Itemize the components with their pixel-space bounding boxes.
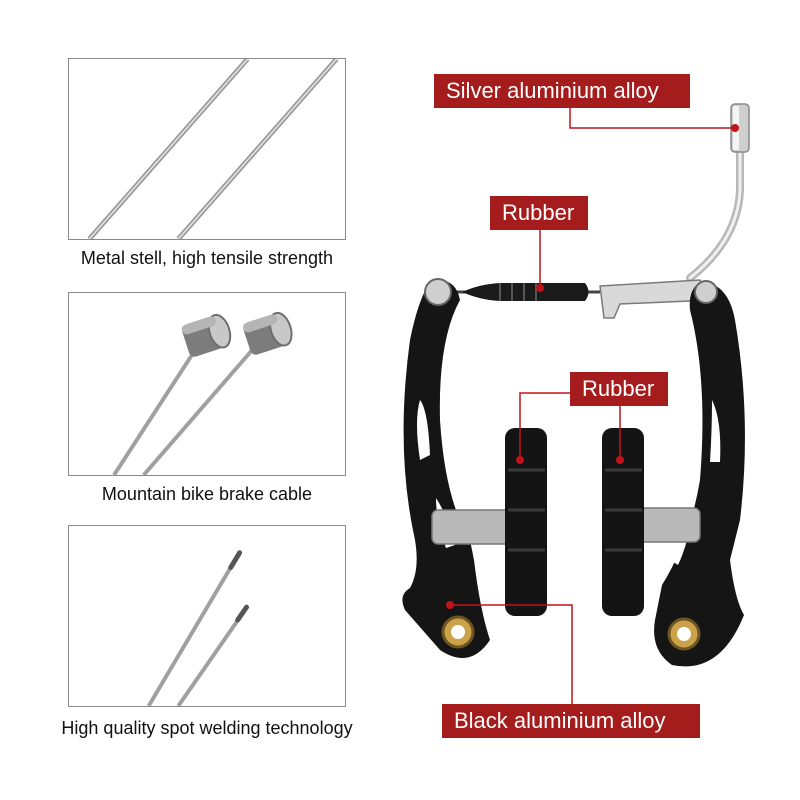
silver-noodle-tube xyxy=(686,114,744,282)
left-brake-arm xyxy=(402,280,490,658)
rubber-cable-boot xyxy=(462,283,589,301)
right-brake-pad xyxy=(602,428,644,616)
left-pad-post xyxy=(431,509,513,545)
cable-end-cap-icon xyxy=(112,311,293,475)
right-brake-arm xyxy=(654,282,745,667)
panel-brake-cable xyxy=(68,292,346,476)
label-black-aluminium-alloy: Black aluminium alloy xyxy=(442,704,700,738)
silver-linkage xyxy=(599,279,714,319)
label-silver-aluminium-alloy: Silver aluminium alloy xyxy=(434,74,690,108)
noodle-end-cap xyxy=(730,103,750,153)
left-brake-pad xyxy=(505,428,547,616)
right-pad-post xyxy=(639,507,701,543)
steel-cable-icon xyxy=(87,59,339,239)
panel-caption-brake-cable: Mountain bike brake cable xyxy=(101,484,313,504)
label-rubber-cable-boot: Rubber xyxy=(490,196,588,230)
panel-cable-strength xyxy=(68,58,346,240)
panel-spot-welding xyxy=(68,525,346,707)
panel-caption-strength: Metal stell, high tensile strength xyxy=(80,248,334,268)
welded-cable-tip-icon xyxy=(146,550,250,706)
panel-caption-spot-welding: High quality spot welding technology xyxy=(61,718,353,738)
label-rubber-brake-pads: Rubber xyxy=(570,372,668,406)
